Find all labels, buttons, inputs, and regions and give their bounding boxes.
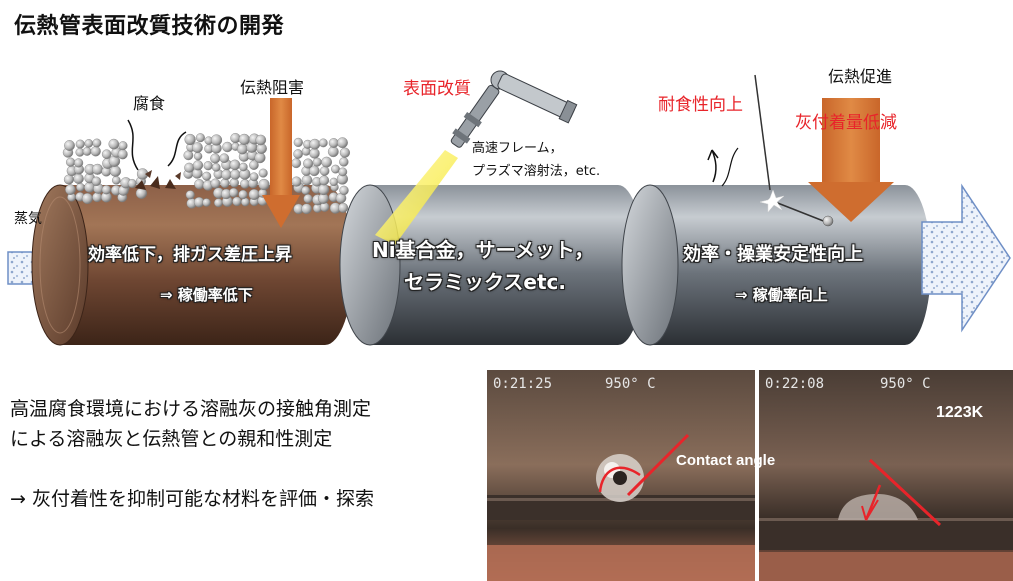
photo2-kelvin: 1223K: [936, 404, 984, 421]
heat-promotion-arrow: [808, 98, 894, 222]
contact-angle-photo-2: [759, 370, 1013, 581]
material-line1: Ni基合金，サーメット，: [372, 238, 595, 262]
right-effect-line2: ⇒ 稼働率向上: [735, 286, 828, 304]
contact-angle-annotation: Contact angle: [676, 452, 776, 469]
method-line2: プラズマ溶射法，etc.: [472, 164, 601, 179]
ash-bounce-indicator: [707, 74, 834, 227]
left-effect-line1: 効率低下，排ガス差圧上昇: [88, 245, 292, 265]
method-line1: 高速フレーム，: [472, 141, 563, 156]
coated-tube-middle: [339, 184, 644, 346]
material-line2: セラミックスetc.: [404, 270, 566, 294]
photo1-temperature: 950° C: [605, 376, 656, 392]
contact-angle-photo-1: [487, 370, 755, 581]
improved-tube-right: [621, 184, 931, 346]
heat-promote-label: 伝熱促進: [828, 67, 893, 86]
steam-label: 蒸気: [14, 211, 42, 227]
surface-mod-label: 表面改質: [403, 79, 471, 99]
right-effect-line1: 効率・操業安定性向上: [683, 244, 863, 265]
photo2-temperature: 950° C: [880, 376, 931, 392]
corrosion-pointer-lines: [127, 119, 187, 171]
corrosion-resist-label: 耐食性向上: [658, 95, 743, 115]
corrosion-label: 腐食: [133, 94, 166, 113]
heat-block-arrow: [262, 98, 300, 228]
heat-block-label: 伝熱阻害: [240, 78, 305, 97]
page-title: 伝熱管表面改質技術の開発: [14, 14, 285, 39]
description-line1: 高温腐食環境における溶融灰の接触角測定: [10, 398, 372, 420]
spray-gun: [375, 70, 578, 245]
photo2-timestamp: 0:22:08: [765, 376, 825, 392]
outlet-arrow: [921, 183, 1011, 333]
ash-reduce-label: 灰付着量低減: [795, 113, 897, 133]
photo1-timestamp: 0:21:25: [493, 376, 553, 392]
corrosion-flakes: [135, 170, 181, 190]
left-effect-line2: ⇒ 稼働率低下: [160, 286, 253, 304]
description-line3: → 灰付着性を抑制可能な材料を評価・探索: [10, 488, 374, 510]
description-line2: による溶融灰と伝熱管との親和性測定: [10, 428, 333, 450]
ash-deposit: [62, 133, 351, 215]
